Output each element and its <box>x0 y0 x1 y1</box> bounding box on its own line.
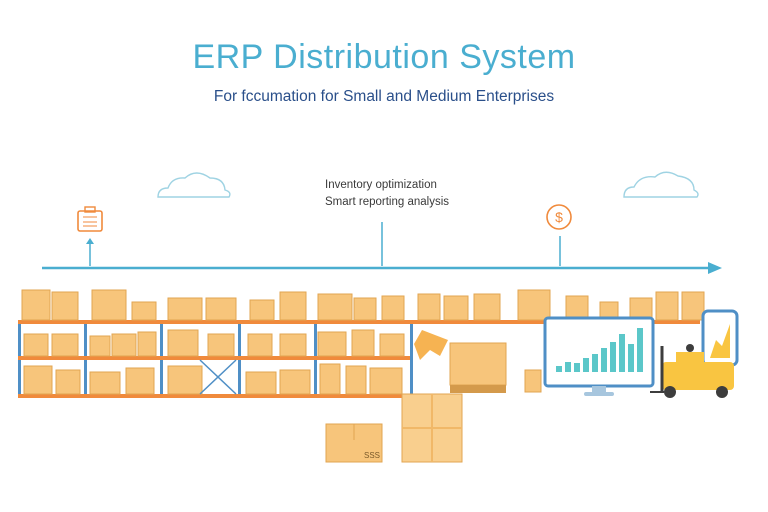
shelf-board <box>18 356 410 360</box>
monitor-chart-bar <box>628 344 634 372</box>
box <box>167 297 203 321</box>
box <box>381 295 405 321</box>
forklift-icon <box>650 344 734 398</box>
box <box>353 297 377 321</box>
box <box>51 333 79 357</box>
dollar-icon: $ <box>546 204 572 230</box>
box <box>655 291 679 321</box>
box <box>23 333 49 357</box>
box <box>517 289 551 321</box>
arrow-right-icon <box>708 262 722 274</box>
box <box>51 291 79 321</box>
box <box>125 367 155 395</box>
box <box>279 369 311 395</box>
dollar-symbol: $ <box>555 209 563 225</box>
monitor-chart-bar <box>601 348 607 372</box>
pallet-stack <box>414 330 542 393</box>
cloud-icon <box>623 171 699 198</box>
box <box>137 331 157 357</box>
box <box>565 295 589 321</box>
box <box>55 369 81 395</box>
phone-icon <box>701 309 739 367</box>
monitor-chart-bar <box>637 328 643 372</box>
page-subtitle: For fccumation for Small and Medium Ente… <box>213 88 555 105</box>
warehouse-shelving <box>18 289 705 398</box>
box <box>245 371 277 395</box>
box <box>317 293 353 321</box>
shelf-board <box>18 320 410 324</box>
box <box>249 299 275 321</box>
box <box>369 367 403 395</box>
monitor-chart-bar <box>619 334 625 372</box>
box <box>89 371 121 395</box>
monitor-chart-bar <box>610 342 616 372</box>
box <box>317 331 347 357</box>
page-title: ERP Distribution System <box>192 38 576 76</box>
box <box>167 329 199 357</box>
box <box>443 295 469 321</box>
shelf-board <box>18 394 410 398</box>
note-reporting: Smart reporting analysis <box>325 196 449 208</box>
monitor-chart-bar <box>565 362 571 372</box>
monitor-icon <box>543 316 655 396</box>
box <box>319 363 341 395</box>
box <box>247 333 273 357</box>
box <box>681 291 705 321</box>
box <box>379 333 405 357</box>
cloud-icon <box>157 172 231 198</box>
briefcase-icon <box>77 206 103 232</box>
monitor-chart-bar <box>556 366 562 372</box>
box <box>131 301 157 321</box>
monitor-chart-bar <box>583 358 589 372</box>
box <box>473 293 501 321</box>
shelf-upright <box>410 320 413 398</box>
box <box>21 289 51 321</box>
box-stamp: SSS <box>364 451 380 460</box>
front-boxes: SSS <box>325 393 463 463</box>
box <box>279 291 307 321</box>
box <box>111 333 137 357</box>
shelf-brace <box>199 359 237 395</box>
box <box>279 333 307 357</box>
box <box>417 293 441 321</box>
monitor-chart-bar <box>574 363 580 372</box>
box <box>345 365 367 395</box>
box <box>205 297 237 321</box>
box <box>91 289 127 321</box>
note-inventory: Inventory optimization <box>325 179 437 191</box>
box <box>207 333 235 357</box>
box <box>351 329 375 357</box>
box <box>23 365 53 395</box>
monitor-chart-bar <box>592 354 598 372</box>
box <box>167 365 203 395</box>
box <box>89 335 111 357</box>
